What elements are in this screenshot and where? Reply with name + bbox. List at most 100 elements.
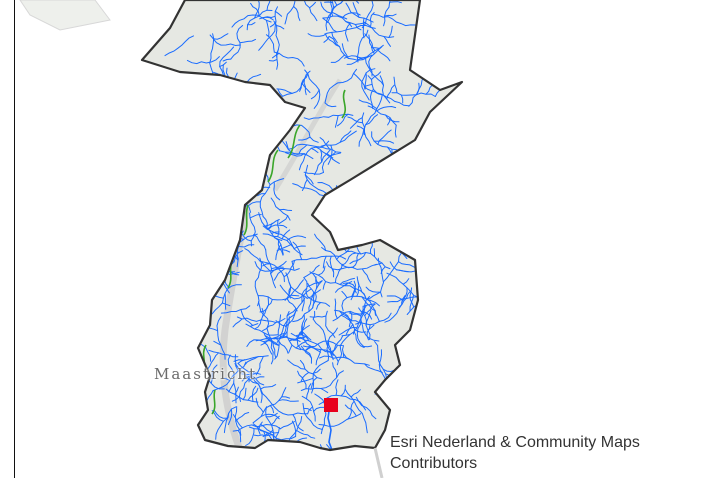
waterway-branch — [315, 349, 321, 366]
waterway-branch — [337, 113, 349, 127]
waterway-branch — [352, 2, 360, 18]
waterway-line — [334, 309, 356, 335]
waterway-branch — [269, 20, 277, 28]
waterway-line — [377, 257, 385, 298]
waterway-line — [209, 34, 241, 47]
waterway-branch — [255, 397, 264, 413]
waterway-branch — [377, 49, 391, 62]
waterway-line — [254, 261, 300, 272]
waterway-line — [227, 354, 235, 393]
waterway-line — [339, 317, 362, 347]
waterway-line — [230, 25, 244, 60]
waterway-branch — [273, 181, 281, 201]
waterway-branch — [365, 286, 381, 293]
waterway-line — [313, 272, 357, 294]
waterway-line — [270, 197, 291, 221]
waterway-branch — [334, 263, 344, 284]
waterway-branch — [212, 33, 229, 40]
waterway-line — [312, 318, 339, 362]
waterway-branch — [322, 17, 338, 33]
waterway-line — [291, 255, 347, 262]
waterway-branch — [291, 260, 295, 270]
waterway-branch — [347, 116, 363, 124]
waterway-branch — [241, 372, 257, 382]
waterway-branch — [293, 245, 306, 250]
waterway-line — [225, 388, 259, 403]
waterway-branch — [234, 363, 247, 376]
waterway-branch — [261, 299, 273, 317]
waterway-line — [246, 9, 273, 31]
waterway-branch — [433, 276, 450, 281]
waterway-branch — [314, 233, 327, 251]
waterway-line — [384, 295, 406, 323]
waterway-branch — [309, 271, 320, 285]
waterway-line — [360, 305, 380, 342]
waterway-branch — [354, 24, 362, 31]
waterway-branch — [253, 434, 275, 437]
waterway-branch — [288, 286, 292, 299]
waterway-branch — [263, 340, 279, 346]
waterway-branch — [344, 404, 357, 417]
waterway-line — [284, 0, 302, 25]
waterway-branch — [350, 288, 357, 301]
waterway-branch — [210, 273, 216, 282]
waterway-branch — [279, 421, 295, 430]
waterway-branch — [219, 61, 227, 68]
waterway-branch — [383, 36, 391, 47]
waterway-line — [254, 257, 262, 307]
waterway-branch — [365, 114, 378, 126]
waterway-branch — [276, 88, 293, 94]
waterway-branch — [211, 410, 224, 422]
waterway-branch — [432, 303, 437, 316]
waterway-branch — [338, 310, 353, 322]
waterway-branch — [308, 291, 315, 312]
waterway-line — [373, 13, 421, 27]
waterway-branch — [286, 307, 297, 317]
waterway-branch — [373, 262, 383, 266]
waterway-branch — [349, 117, 363, 129]
waterway-branch — [222, 79, 226, 92]
waterway-branch — [276, 243, 293, 252]
waterway-branch — [265, 34, 275, 53]
waterway-line — [262, 225, 303, 256]
waterway-branch — [393, 76, 398, 94]
waterway-branch — [249, 85, 261, 103]
waterway-line — [273, 51, 305, 67]
waterway-line — [301, 395, 316, 422]
waterway-branch — [268, 59, 278, 62]
waterway-branch — [361, 268, 372, 283]
waterway-branch — [251, 385, 257, 402]
waterway-branch — [301, 287, 308, 303]
waterway-line — [262, 233, 295, 249]
waterway-branch — [341, 334, 351, 337]
waterway-branch — [301, 331, 312, 341]
waterway-branch — [274, 10, 283, 17]
waterway-line — [327, 0, 359, 23]
waterway-branch — [356, 125, 365, 131]
waterway-branch — [195, 82, 207, 91]
waterway-branch — [277, 239, 284, 256]
waterway-branch — [366, 324, 371, 341]
waterway-branch — [237, 359, 246, 364]
basemap-road-outside — [373, 447, 384, 478]
waterway-line — [216, 316, 226, 360]
waterway-branch — [223, 412, 230, 434]
waterway-line — [268, 399, 309, 416]
waterway-branch — [324, 33, 340, 48]
waterway-branch — [292, 241, 303, 261]
waterway-branch — [275, 244, 282, 261]
location-marker-icon[interactable] — [324, 398, 338, 412]
waterway-branch — [269, 405, 275, 414]
waterway-branch — [362, 303, 376, 307]
waterway-branch — [401, 287, 408, 303]
waterway-branch — [278, 215, 289, 225]
waterway-branch — [224, 292, 227, 310]
waterway-branch — [232, 414, 243, 429]
waterway-line — [332, 310, 366, 322]
waterway-branch — [323, 35, 330, 43]
waterway-line — [258, 212, 284, 255]
waterway-branch — [351, 280, 357, 297]
waterway-branch — [350, 389, 361, 398]
